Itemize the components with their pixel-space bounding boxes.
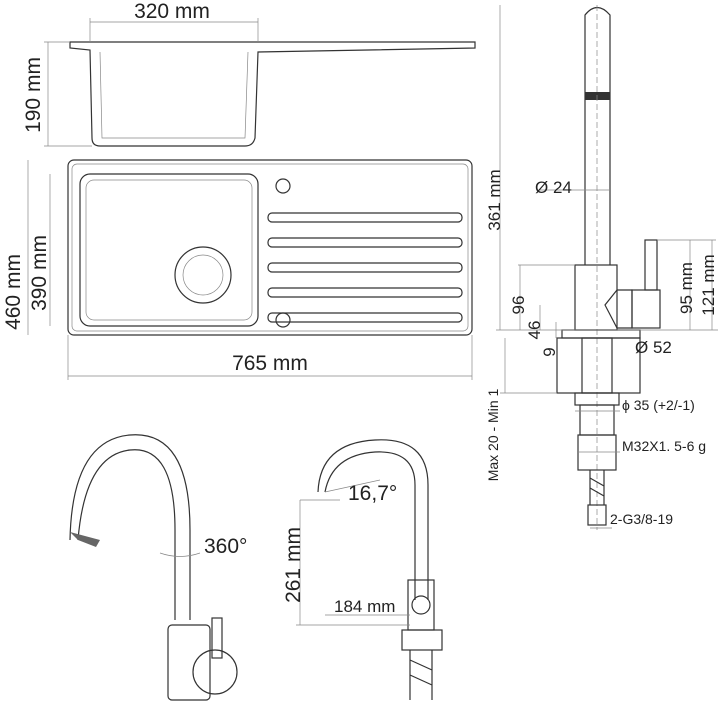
dim-deck-thickness: Max 20 - Min 1: [485, 388, 501, 481]
dim-765: 765 mm: [232, 352, 308, 375]
dim-320: 320 mm: [134, 0, 210, 23]
drain-icon: [174, 246, 232, 304]
dim-spout-diameter: Ø 24: [535, 178, 572, 197]
dim-hole-diameter: ϕ 35 (+2/-1): [622, 397, 695, 413]
dim-9: 9: [540, 347, 559, 356]
rotation-label: 360°: [204, 535, 247, 558]
sink-profile-view: 320 mm 190 mm: [22, 0, 476, 147]
dim-hose-thread: 2-G3/8-19: [610, 511, 673, 527]
tap-section-view: 361 mm Ø 24 96 46 9 95 mm 121 mm Ø 52 ϕ …: [485, 5, 718, 530]
angle-label: 16,7°: [348, 482, 397, 505]
sink-top-view: 460 mm 390 mm 765 mm: [2, 159, 473, 380]
dim-390: 390 mm: [28, 235, 51, 311]
tap-perspective-view: 360°: [69, 434, 247, 701]
dim-95: 95 mm: [677, 262, 696, 314]
dim-190: 190 mm: [22, 57, 45, 133]
dim-460: 460 mm: [2, 254, 25, 330]
dim-thread: M32X1. 5-6 g: [622, 438, 706, 454]
dim-184: 184 mm: [334, 597, 395, 616]
dim-261: 261 mm: [282, 527, 305, 603]
dim-361: 361 mm: [485, 169, 504, 230]
dim-96: 96: [509, 296, 528, 315]
dim-body-diameter: Ø 52: [635, 338, 672, 357]
dim-46: 46: [525, 321, 544, 340]
dim-121: 121 mm: [699, 254, 718, 315]
tap-side-view: 16,7° 261 mm 184 mm: [282, 439, 443, 700]
